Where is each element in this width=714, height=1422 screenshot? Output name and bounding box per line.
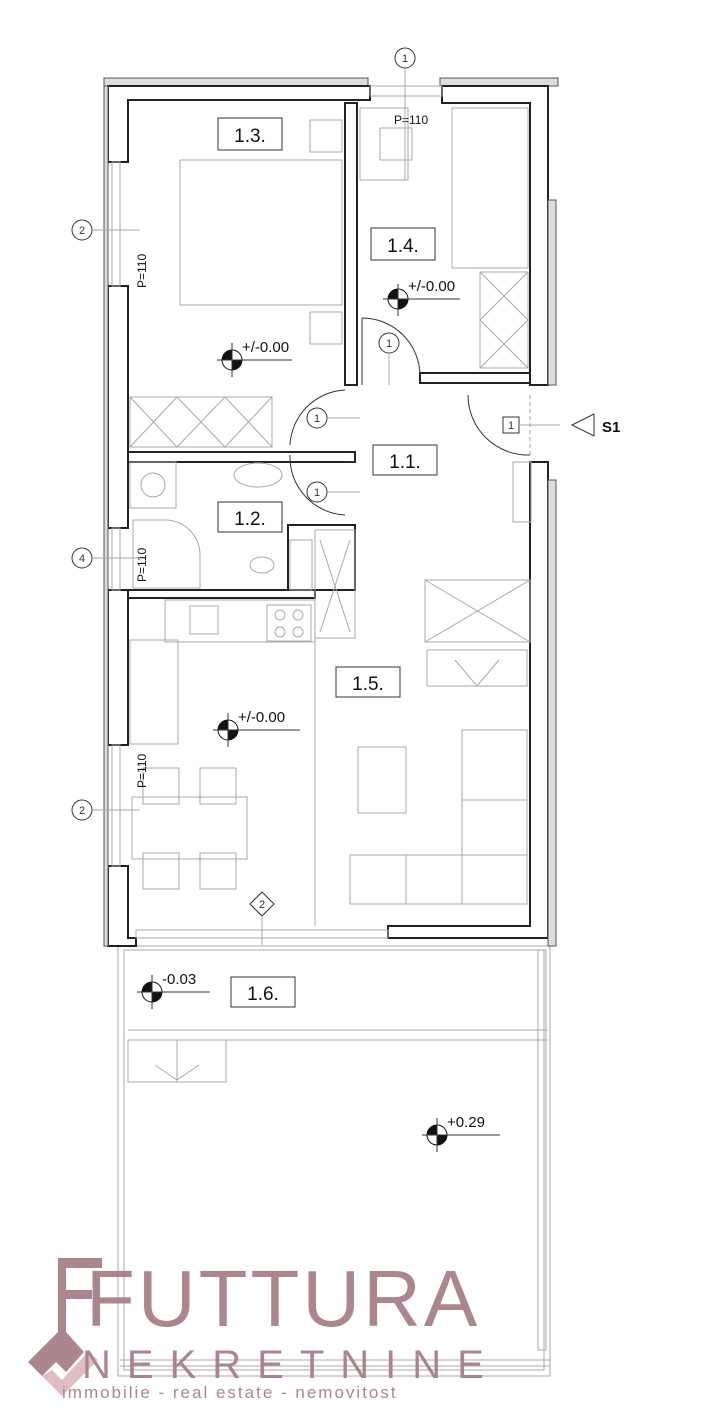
room-labels: 1.3. 1.4. 1.1. 1.2. 1.5. 1.6. [217, 117, 438, 1008]
marker-door-1-2: 1 [314, 487, 320, 499]
parapet-label: P=110 [394, 113, 428, 127]
parapet-label: P=110 [135, 254, 149, 288]
room-label-1-4: 1.4. [387, 236, 419, 257]
marker-door-1-4: 1 [386, 338, 392, 350]
level-marker-icon [213, 713, 300, 747]
marker-terrace-door: 2 [259, 899, 265, 911]
parapet-label: P=110 [135, 548, 149, 582]
level-marker-icon [217, 343, 292, 377]
marker-window-1-3: 2 [79, 225, 85, 237]
marker-door-1-3: 1 [314, 413, 320, 425]
marker-window-1-2: 4 [79, 553, 85, 565]
company-logo: FUTTURA NEKRETNINE immobilie - real esta… [28, 1254, 500, 1402]
room-label-1-5: 1.5. [352, 674, 384, 695]
level-markers: +/-0.00 +/-0.00 +/-0.00 -0.03 +0.29 [137, 278, 500, 1152]
level-1-6-lower: +0.29 [447, 1114, 485, 1131]
doors [289, 317, 531, 516]
logo-subtitle: NEKRETNINE [82, 1343, 500, 1387]
level-1-5: +/-0.00 [238, 709, 285, 726]
level-1-3: +/-0.00 [242, 339, 289, 356]
logo-wordmark: FUTTURA [86, 1254, 480, 1343]
room-label-1-1: 1.1. [389, 452, 421, 473]
logo-tagline: immobilie - real estate - nemovitost [62, 1383, 398, 1402]
level-marker-icon [137, 975, 210, 1009]
marker-entry-door: 1 [508, 420, 514, 432]
room-label-1-2: 1.2. [234, 509, 266, 530]
terrace-outline [117, 945, 551, 1377]
parapet-labels: P=110 P=110 P=110 P=110 [135, 113, 428, 788]
section-label: S1 [602, 419, 620, 436]
parapet-label: P=110 [135, 754, 149, 788]
interior-walls [127, 102, 532, 639]
level-1-6-upper: -0.03 [162, 971, 196, 988]
level-marker-icon [422, 1118, 500, 1152]
level-1-4: +/-0.00 [408, 278, 455, 295]
room-label-1-3: 1.3. [234, 126, 266, 147]
furniture [129, 107, 531, 926]
level-marker-icon [383, 284, 460, 316]
element-markers: 1 1 1 1 1 2 4 2 2 S1 [71, 47, 620, 945]
marker-window-1-5: 2 [79, 805, 85, 817]
room-label-1-6: 1.6. [247, 984, 279, 1005]
section-arrow-icon [570, 413, 595, 437]
exterior-walls [103, 77, 559, 947]
marker-window-top: 1 [402, 53, 408, 65]
